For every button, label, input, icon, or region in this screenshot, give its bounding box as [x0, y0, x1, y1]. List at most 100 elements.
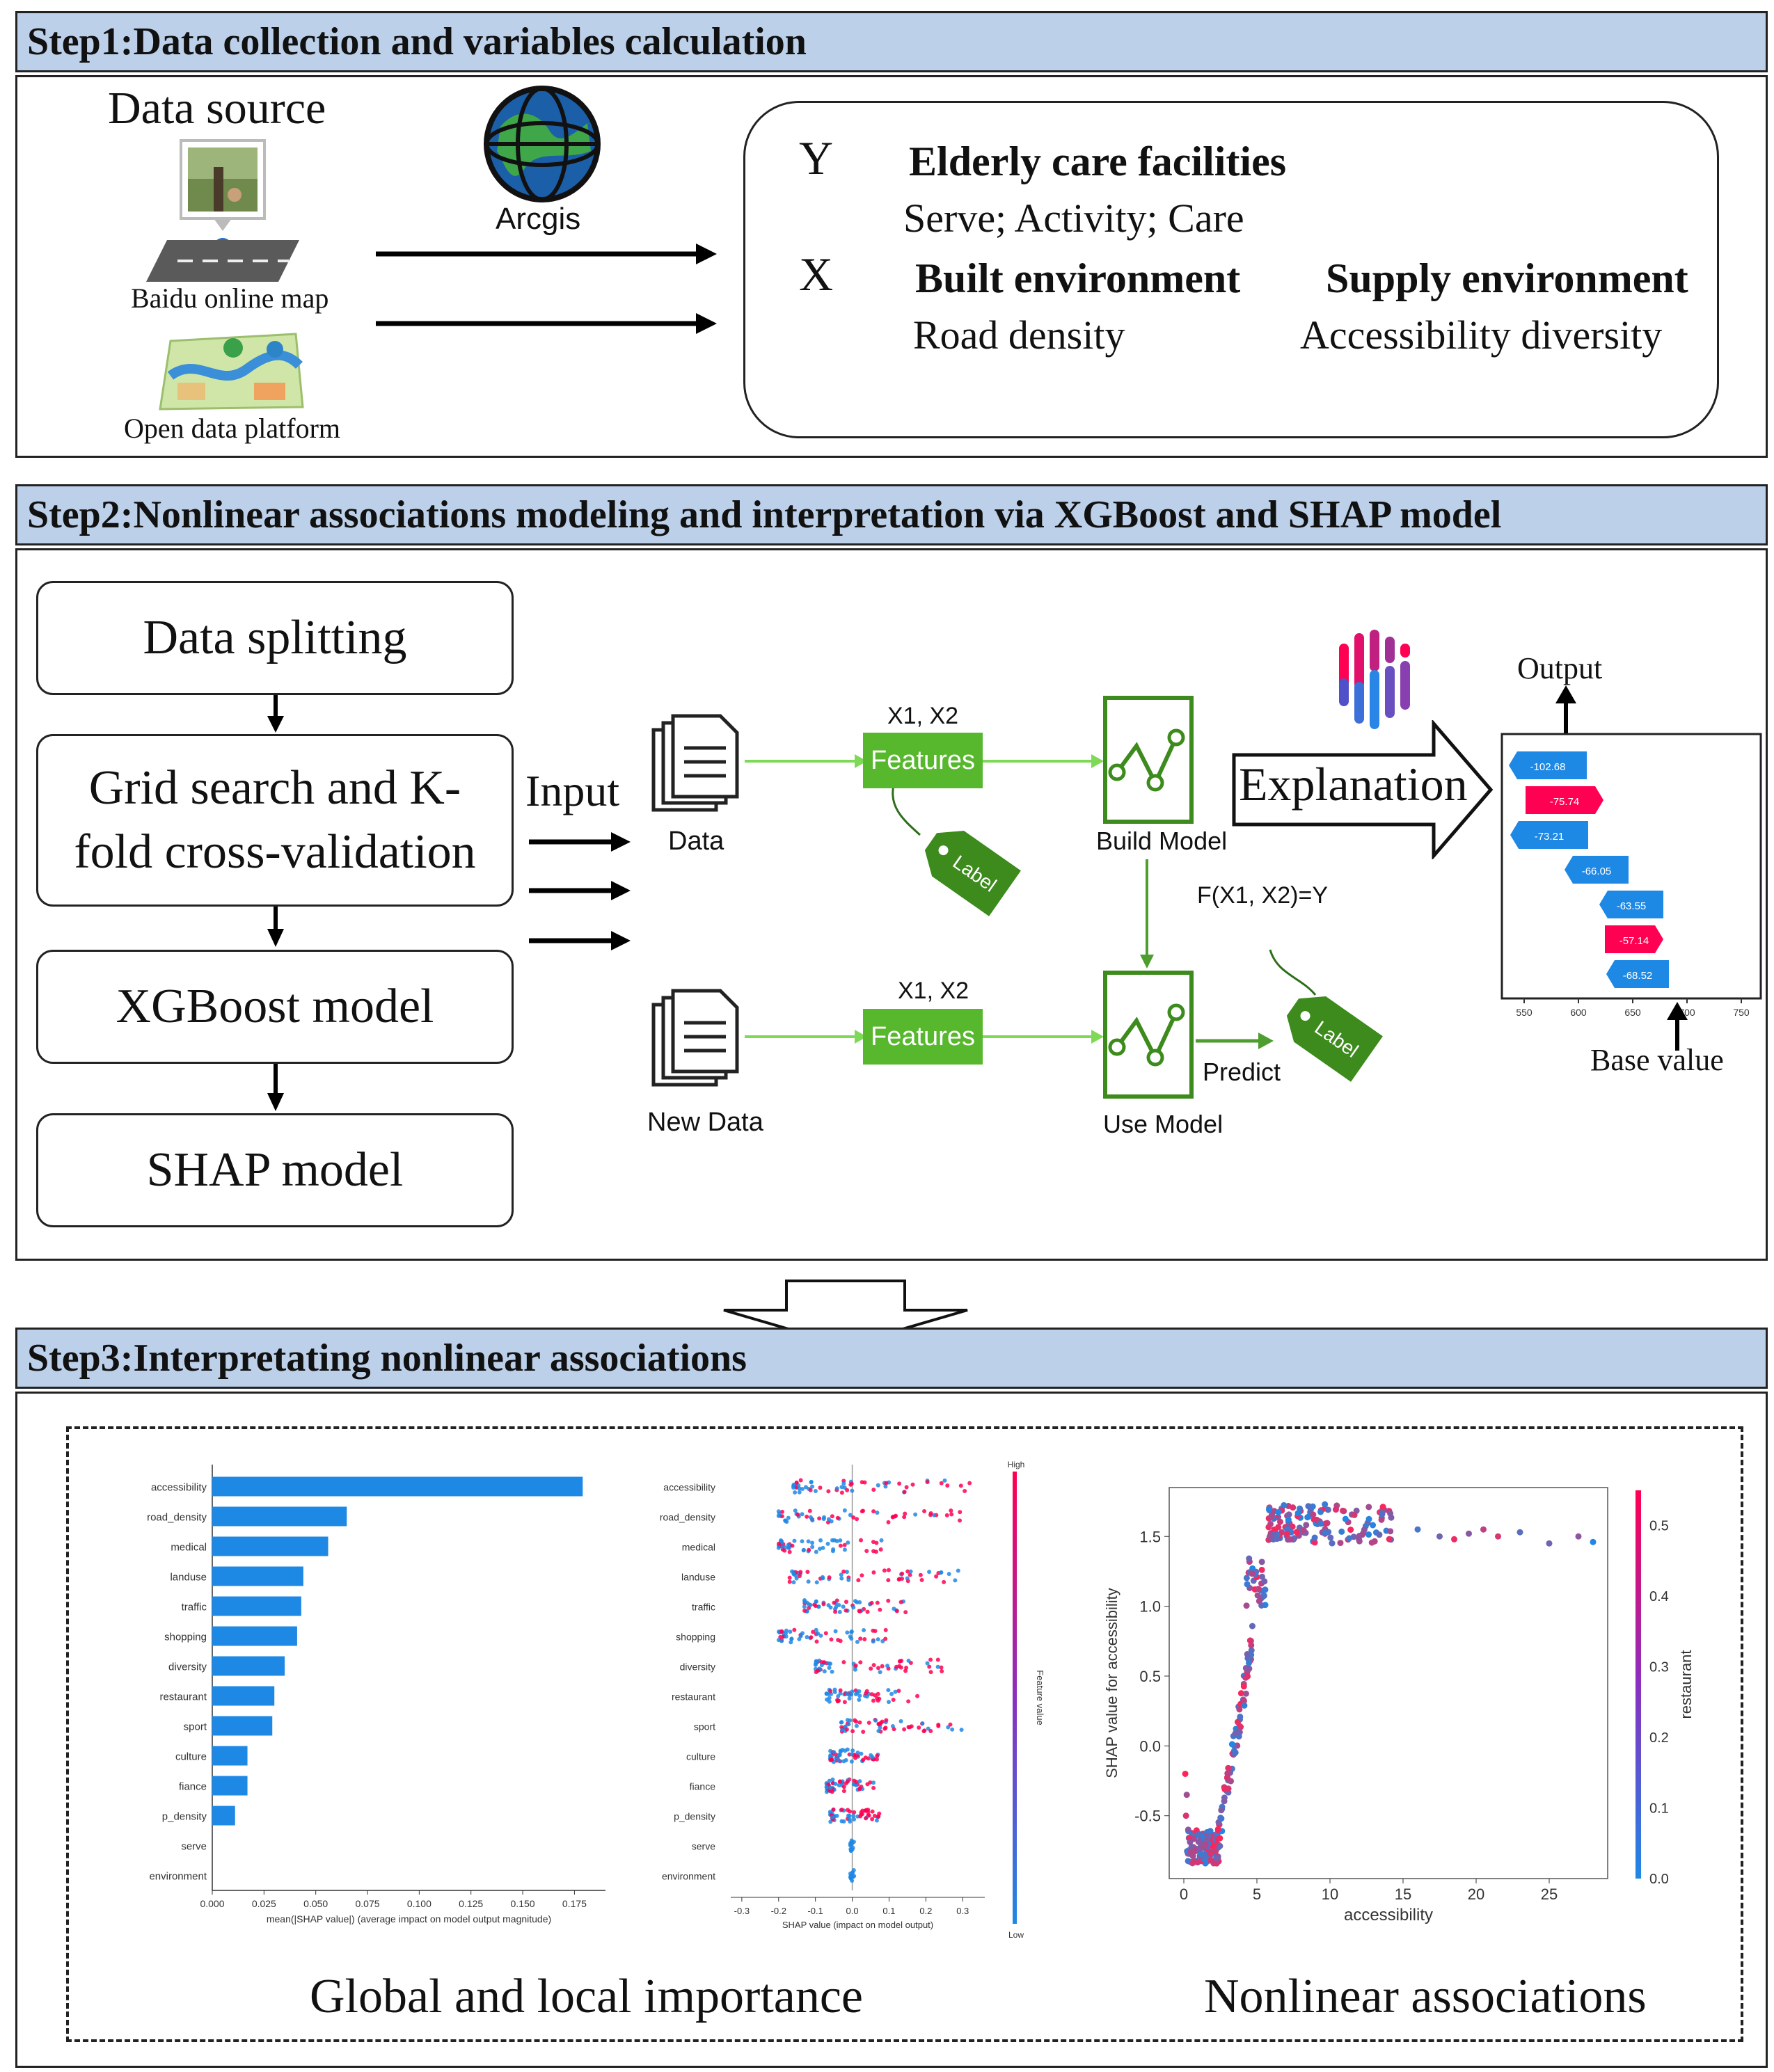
bee-point — [893, 1689, 898, 1694]
dep-point — [1342, 1515, 1349, 1522]
dep-point — [1387, 1510, 1394, 1517]
bee-point — [892, 1727, 896, 1732]
bee-point — [827, 1699, 832, 1704]
bee-point — [818, 1633, 823, 1638]
bee-point — [805, 1634, 809, 1639]
bee-point — [922, 1728, 927, 1733]
x-supply-items: Accessibility diversity — [1300, 312, 1663, 358]
dep-point — [1242, 1690, 1249, 1697]
dep-point — [1480, 1526, 1487, 1533]
bee-point — [787, 1575, 792, 1580]
bee-point — [839, 1485, 844, 1490]
bee-point — [830, 1669, 834, 1674]
bee-point — [935, 1657, 940, 1662]
waterfall-tick-label: 550 — [1516, 1007, 1533, 1018]
data-source-title: Data source — [108, 83, 326, 134]
dep-point — [1317, 1508, 1324, 1515]
bee-point — [846, 1813, 850, 1818]
bee-point — [886, 1520, 891, 1524]
dep-point — [1212, 1848, 1219, 1855]
dep-point — [1236, 1706, 1243, 1713]
bee-point — [847, 1817, 852, 1822]
bee-point — [928, 1511, 933, 1515]
dep-point — [1275, 1508, 1282, 1515]
bee-point — [876, 1666, 881, 1671]
box-xgboost: XGBoost model — [36, 950, 514, 1064]
bee-point — [886, 1578, 891, 1583]
bee-point — [817, 1516, 822, 1521]
bee-point — [801, 1547, 806, 1552]
bee-point — [939, 1570, 944, 1575]
dep-y-tick-label: 0.5 — [1139, 1668, 1161, 1685]
bee-point — [855, 1639, 860, 1644]
dep-point — [1214, 1826, 1221, 1833]
bee-point — [827, 1696, 832, 1700]
bee-point — [883, 1636, 888, 1641]
dep-point — [1246, 1659, 1253, 1666]
bee-point — [870, 1809, 875, 1814]
bee-point — [889, 1691, 894, 1696]
bee-point — [958, 1483, 963, 1488]
bee-point — [842, 1543, 847, 1547]
waterfall-value: -102.68 — [1530, 761, 1566, 773]
dep-point — [1255, 1586, 1262, 1593]
bee-point — [885, 1664, 890, 1668]
new-data-label: New Data — [647, 1108, 763, 1137]
bee-point — [827, 1666, 832, 1671]
bee-point — [784, 1634, 789, 1639]
road-icon — [146, 240, 299, 282]
waterfall-value: -75.74 — [1550, 796, 1580, 808]
bee-point — [905, 1569, 910, 1574]
dep-point — [1258, 1566, 1265, 1573]
bar — [212, 1686, 275, 1706]
dep-point — [1242, 1664, 1249, 1671]
bee-point — [814, 1639, 819, 1644]
bee-point — [848, 1849, 853, 1854]
bee-x-tick-label: 0.3 — [956, 1906, 969, 1916]
bee-point — [838, 1688, 843, 1693]
bee-point — [876, 1691, 880, 1696]
bee-point — [852, 1810, 857, 1815]
bee-point — [876, 1698, 880, 1703]
bee-point — [827, 1778, 832, 1783]
dep-colorbar-tick: 0.5 — [1649, 1519, 1669, 1534]
bee-point — [862, 1637, 867, 1642]
data-label: Data — [668, 827, 724, 856]
bee-point — [851, 1814, 856, 1819]
bee-point — [818, 1485, 823, 1490]
bee-point — [792, 1538, 797, 1543]
bee-point — [963, 1488, 967, 1493]
bee-point — [902, 1727, 907, 1732]
dep-point — [1188, 1843, 1195, 1850]
dep-point — [1246, 1637, 1253, 1644]
bar-x-tick-label: 0.050 — [303, 1898, 328, 1909]
bee-point — [814, 1599, 818, 1604]
dep-point — [1414, 1526, 1421, 1533]
dep-point — [1221, 1798, 1228, 1805]
bee-point — [777, 1541, 782, 1546]
dep-point — [1285, 1516, 1292, 1523]
dep-point — [1249, 1570, 1256, 1577]
bee-point — [870, 1817, 875, 1822]
waterfall-bar — [1510, 821, 1588, 849]
bee-point — [942, 1478, 947, 1483]
bee-point — [808, 1488, 813, 1492]
bee-point — [903, 1511, 908, 1516]
bee-point — [814, 1627, 818, 1632]
dep-point — [1254, 1592, 1261, 1599]
bee-point — [835, 1515, 840, 1520]
explanation-arrow — [1232, 720, 1494, 859]
bee-point — [908, 1569, 913, 1574]
bee-point — [874, 1818, 879, 1823]
dep-point — [1258, 1573, 1265, 1580]
bee-point — [848, 1482, 853, 1487]
bee-x-tick-label: -0.2 — [771, 1906, 786, 1916]
bee-point — [850, 1870, 855, 1875]
bee-point — [849, 1629, 854, 1634]
bee-point — [779, 1639, 784, 1643]
dep-colorbar-tick: 0.0 — [1649, 1872, 1669, 1887]
bee-point — [841, 1659, 846, 1664]
bee-point — [847, 1696, 852, 1701]
bee-point — [936, 1723, 941, 1728]
bee-point — [928, 1670, 933, 1675]
